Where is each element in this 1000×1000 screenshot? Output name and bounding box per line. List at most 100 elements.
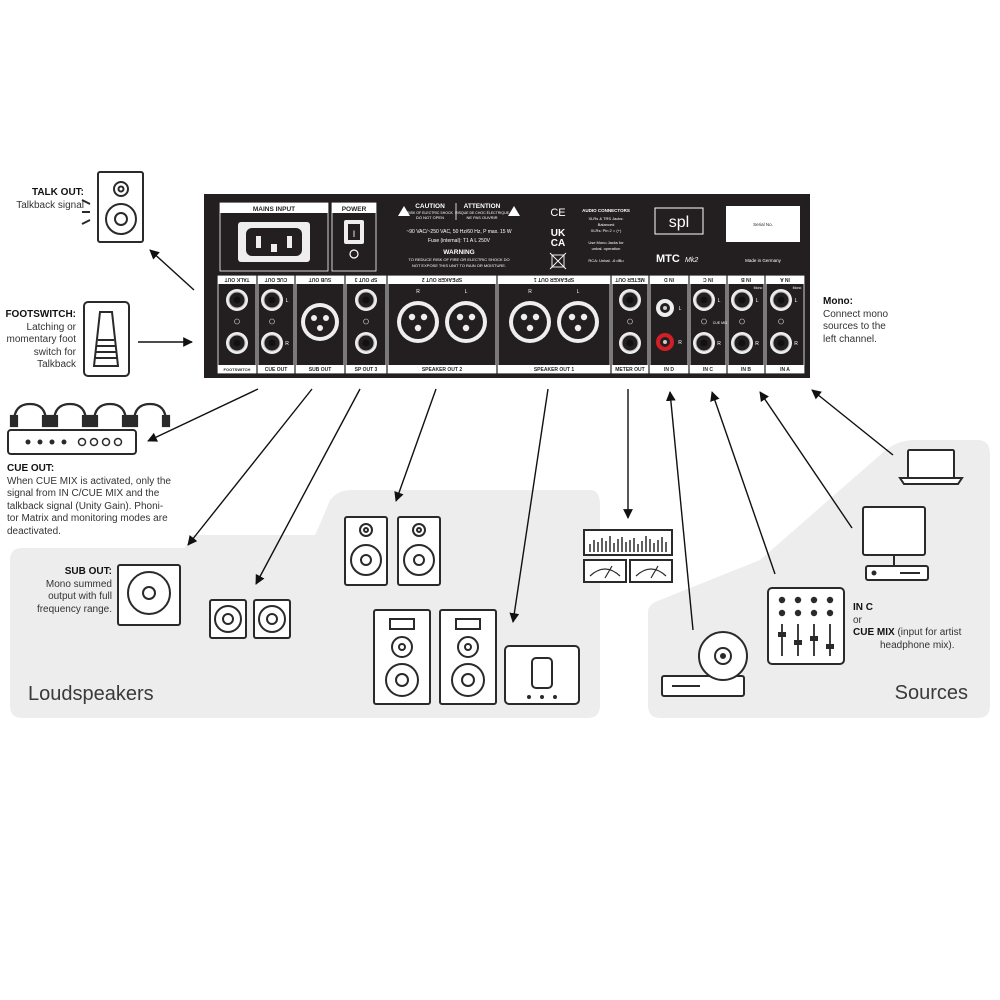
speaker-out-2-xlr-r[interactable] — [397, 301, 439, 343]
mixer-fader-cap — [778, 632, 786, 637]
in-a-connectors: IN A IN A L R Mono — [765, 275, 805, 374]
cd-player-icon — [661, 631, 748, 697]
in-c-title: IN C — [853, 602, 873, 613]
subwoofer-icon — [117, 564, 181, 626]
talk-out-text: Talkback signal — [16, 199, 84, 211]
serial-number-label: Serial No. — [753, 222, 773, 227]
mixer-knob — [810, 609, 818, 617]
in-d-rca-r[interactable] — [656, 333, 674, 351]
in-c-channel-l: L — [718, 298, 721, 304]
talk-out-label: FOOTSWITCH — [224, 367, 251, 372]
attention-sub-line2: NE PAS OUVRIR — [466, 215, 497, 220]
cue-out-text-2: signal from IN C/CUE MIX and the — [7, 488, 160, 499]
cue-mix-title: CUE MIX — [853, 627, 895, 638]
talk-out-title: TALK OUT: — [31, 187, 84, 198]
speaker-out-1-channel-r: R — [528, 289, 532, 295]
arrow-cue-out — [147, 388, 259, 442]
talk-out-annotation: TALK OUT: Talkback signal — [4, 187, 84, 212]
cue-out-text-5: deactivated. — [7, 525, 61, 537]
rear-panel: MAINS INPUT POWER I CAUTION RISK OF ELEC… — [204, 194, 810, 378]
cue-out-jack-l[interactable] — [261, 289, 283, 311]
sub-out-text-3: frequency range. — [36, 603, 112, 615]
mixer-icon — [767, 587, 845, 665]
speaker-out-1-xlr-l[interactable] — [557, 301, 599, 343]
cue-out-channel-r: R — [285, 341, 289, 347]
warning-label: WARNING — [443, 249, 474, 256]
speaker-out-2-channel-l: L — [465, 289, 468, 295]
in-b-jack-r[interactable] — [731, 332, 753, 354]
talk-out-jack-r[interactable] — [226, 332, 248, 354]
small-speakers-icon — [209, 599, 291, 639]
ukca-mark-top: UK — [551, 228, 566, 239]
speaker-out-1-xlr-r[interactable] — [509, 301, 551, 343]
in-a-jack-r[interactable] — [770, 332, 792, 354]
mains-input-section: MAINS INPUT — [219, 202, 329, 272]
in-a-top-label: IN A — [780, 276, 790, 282]
cue-out-text-1: When CUE MIX is activated, only the — [7, 475, 171, 487]
arrow-in-b — [759, 391, 853, 529]
speaker-out-1-label: SPEAKER OUT 1 — [534, 367, 575, 373]
sources-title: Sources — [895, 682, 968, 704]
cue-out-channel-l: L — [286, 298, 289, 304]
arrow-in-a — [811, 389, 894, 456]
certification-marks: CE UK CA — [549, 207, 567, 270]
caution-sub-line2: DO NOT OPEN — [416, 215, 444, 220]
in-c-annotation: IN C or CUE MIX (input for artist headph… — [853, 602, 993, 652]
in-c-channel-r: R — [717, 341, 721, 347]
footswitch-text-4: Talkback — [37, 359, 76, 370]
footswitch-icon — [83, 301, 130, 377]
fuse-rating: Fuse (internal): T1 A L 250V — [428, 238, 491, 244]
sub-out-xlr[interactable] — [301, 303, 339, 341]
sp-out-3-top-label: SP OUT 3 — [354, 276, 377, 282]
in-a-channel-l: L — [795, 298, 798, 304]
in-a-channel-r: R — [794, 341, 798, 347]
arrow-speaker-out — [509, 388, 549, 623]
arrow-in-c — [710, 391, 776, 575]
ukca-mark-bottom: CA — [551, 238, 565, 249]
in-a-jack-l[interactable] — [770, 289, 792, 311]
laptop-icon — [898, 449, 964, 485]
audio-connectors-title: AUDIO CONNECTORS — [582, 208, 630, 213]
speaker-out-2-xlr-l[interactable] — [445, 301, 487, 343]
signal-arrows — [138, 249, 894, 631]
in-a-label: IN A — [780, 367, 790, 373]
cue-out-annotation: CUE OUT: When CUE MIX is activated, only… — [7, 463, 197, 538]
mixer-knob — [810, 596, 818, 604]
talkback-speaker-icon — [81, 171, 144, 243]
arrow-sub-out — [255, 388, 361, 585]
caution-label: CAUTION — [415, 203, 445, 210]
attention-label: ATTENTION — [464, 203, 501, 210]
headphones-icon — [9, 402, 171, 428]
footswitch-annotation: FOOTSWITCH: Latching or momentary foot s… — [2, 309, 76, 372]
mono-text-2: sources to the — [823, 321, 886, 332]
main-monitors-icon — [373, 609, 497, 705]
meter-out-label: METER OUT — [615, 367, 644, 373]
in-d-rca-l[interactable] — [656, 299, 674, 317]
sp-out-3-jack-l[interactable] — [355, 289, 377, 311]
arrow-sp-out-3 — [394, 388, 437, 502]
mixer-knob — [826, 609, 834, 617]
in-c-jack-r[interactable] — [693, 332, 715, 354]
in-c-jack-l[interactable] — [693, 289, 715, 311]
in-d-connectors: IN DIN DLR — [649, 275, 689, 374]
mono-annotation: Mono: Connect mono sources to the left c… — [823, 296, 933, 346]
cue-out-text-3: talkback signal (Unity Gain). Phoni- — [7, 500, 164, 512]
arrow-in-d — [665, 391, 694, 631]
mains-input-label: MAINS INPUT — [253, 206, 295, 213]
cue-out-jack-r[interactable] — [261, 332, 283, 354]
sp-out-3-jack-r[interactable] — [355, 332, 377, 354]
meter-out-jack-r[interactable] — [619, 332, 641, 354]
speaker-out-2-label: SPEAKER OUT 2 — [422, 367, 463, 373]
in-a-mono-label: Mono — [793, 286, 802, 290]
headphone-amp-icon — [7, 429, 137, 455]
in-b-jack-l[interactable] — [731, 289, 753, 311]
in-d-top-label: IN D — [664, 276, 674, 282]
mono-title: Mono: — [823, 296, 853, 307]
serial-number-plate — [726, 206, 800, 242]
audio-connectors-line1: XLRs & TRS Jacks: — [588, 216, 623, 221]
ce-mark: CE — [550, 207, 565, 219]
talk-out-jack-l[interactable] — [226, 289, 248, 311]
mixer-fader-cap — [826, 644, 834, 649]
meter-out-jack-l[interactable] — [619, 289, 641, 311]
